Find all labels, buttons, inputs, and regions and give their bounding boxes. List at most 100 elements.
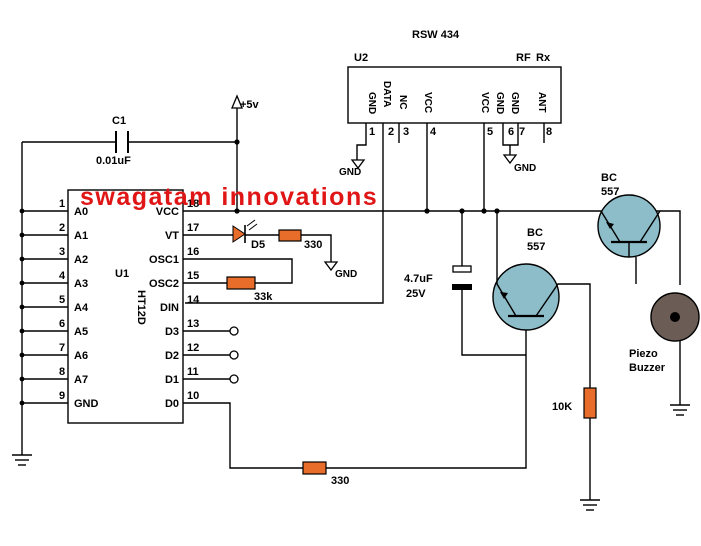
- rf-pin-name: DATA: [381, 81, 392, 107]
- rf-pin-number: 5: [487, 126, 493, 138]
- rf-module-title: RSW 434: [412, 29, 460, 41]
- power-wiring: [21, 108, 681, 455]
- supply-arrow: +5v: [231, 94, 260, 111]
- led-label: D5: [251, 239, 265, 251]
- capacitor-c1: C1 0.01uF: [96, 115, 131, 167]
- decoder-ref: U1: [115, 268, 129, 280]
- q1-type: 557: [527, 241, 545, 253]
- resistor-osc-label: 33k: [254, 291, 273, 303]
- resistor-10k-label: 10K: [552, 401, 572, 413]
- decoder-pin-number: 6: [59, 318, 65, 330]
- decoder-pin-name: VT: [165, 230, 179, 242]
- buzzer-label-1: Piezo: [629, 348, 658, 360]
- rf-module: RSW 434 U2 RF Rx GND DATA NC VCC VCC GND…: [347, 29, 562, 138]
- decoder-pin-number: 1: [59, 198, 65, 210]
- watermark: swagatam innovations: [80, 183, 378, 211]
- ground-symbol: GND: [323, 261, 357, 280]
- decoder-pin-name: A6: [74, 350, 88, 362]
- q2-type: 557: [601, 186, 619, 198]
- rf-pin-number: 7: [519, 126, 525, 138]
- decoder-pin-number: 9: [59, 390, 65, 402]
- cap2-voltage: 25V: [406, 288, 426, 300]
- decoder-pin-name: A7: [74, 374, 88, 386]
- resistor-base-label: 330: [331, 475, 349, 487]
- rf-pin-name: ANT: [536, 92, 547, 113]
- decoder-pin-number: 12: [187, 342, 199, 354]
- decoder-pin-name: D2: [165, 350, 179, 362]
- decoder-pin-name: A1: [74, 230, 88, 242]
- decoder-pin-number: 3: [59, 246, 65, 258]
- rf-module-rf-label: RF: [516, 52, 531, 64]
- resistor-base: 330: [302, 461, 349, 487]
- junction-dots: [234, 139, 500, 214]
- decoder-pin-name: A3: [74, 278, 88, 290]
- decoder-pin-name: D1: [165, 374, 179, 386]
- rf-pin-number: 2: [388, 126, 394, 138]
- capacitor-c2: 4.7uF 25V: [404, 211, 526, 356]
- rf-pin-number: 1: [369, 126, 375, 138]
- c1-ref: C1: [112, 115, 126, 127]
- q1-name: BC: [527, 227, 543, 239]
- decoder-pin-number: 7: [59, 342, 65, 354]
- rf-pin-number: 4: [430, 126, 437, 138]
- decoder-pin-name: DIN: [160, 302, 179, 314]
- decoder-pin-name: OSC2: [149, 278, 179, 290]
- rf-module-rx-label: Rx: [536, 52, 551, 64]
- cap2-value: 4.7uF: [404, 273, 433, 285]
- decoder-part: HT12D: [135, 290, 147, 325]
- decoder-right-pins: 18 17 16 15 14 13 12 11 10 VCC VT OSC1 O…: [149, 198, 303, 469]
- ground-symbol: GND: [339, 159, 366, 178]
- rf-pin-name: NC: [397, 95, 408, 109]
- decoder-pin-name: A4: [74, 302, 89, 314]
- decoder-pin-number: 15: [187, 270, 199, 282]
- decoder-pin-number: 8: [59, 366, 65, 378]
- resistor-led-label: 330: [304, 239, 322, 251]
- transistor-q1: BC 557: [326, 211, 591, 469]
- rf-pin-number: 6: [508, 126, 514, 138]
- decoder-pin-name: D0: [165, 398, 179, 410]
- ground-symbol: [580, 499, 600, 511]
- supply-label: +5v: [240, 99, 260, 111]
- decoder-pin-number: 17: [187, 222, 199, 234]
- decoder-pin-name: A5: [74, 326, 88, 338]
- rf-pin-name: GND: [509, 92, 520, 114]
- gnd-label: GND: [514, 163, 536, 174]
- decoder-pin-name: GND: [74, 398, 99, 410]
- decoder-pin-name: D3: [165, 326, 179, 338]
- decoder-pin-number: 16: [187, 246, 199, 258]
- buzzer-label-2: Buzzer: [629, 362, 666, 374]
- rf-wiring: [185, 123, 545, 304]
- piezo-buzzer: Piezo Buzzer: [629, 292, 700, 405]
- decoder-pin-name: A2: [74, 254, 88, 266]
- resistor-osc: 33k: [226, 276, 273, 303]
- rf-pin-name: GND: [494, 92, 505, 114]
- decoder-pin-number: 18: [187, 198, 199, 210]
- decoder-pin-number: 10: [187, 390, 199, 402]
- rf-pin-number: 3: [403, 126, 409, 138]
- decoder-pin-name: VCC: [156, 206, 179, 218]
- rf-pin-name: GND: [366, 92, 377, 114]
- gnd-label: GND: [339, 167, 361, 178]
- q2-name: BC: [601, 172, 617, 184]
- transistor-q2: BC 557: [597, 172, 661, 284]
- decoder-ic: U1 HT12D: [67, 189, 184, 424]
- resistor-10k: 10K: [552, 387, 597, 500]
- rf-module-ref: U2: [354, 52, 368, 64]
- decoder-pin-name: A0: [74, 206, 88, 218]
- c1-value: 0.01uF: [96, 155, 131, 167]
- decoder-pin-number: 2: [59, 222, 65, 234]
- led-d5: D5: [232, 219, 265, 251]
- ground-symbol: GND: [502, 154, 536, 174]
- rf-pin-number: 8: [546, 126, 552, 138]
- decoder-pin-number: 13: [187, 318, 199, 330]
- decoder-pin-number: 11: [187, 366, 199, 378]
- decoder-pin-number: 14: [187, 294, 200, 306]
- resistor-led: 330: [245, 229, 332, 262]
- decoder-left-pins: 1 2 3 4 5 6 7 8 9 A0 A1 A2 A3 A4 A5 A6 A…: [19, 198, 99, 410]
- gnd-label: GND: [335, 269, 357, 280]
- decoder-pin-number: 4: [59, 270, 66, 282]
- ground-symbol: [670, 404, 690, 416]
- decoder-pin-number: 5: [59, 294, 65, 306]
- rf-pin-name: VCC: [479, 92, 490, 113]
